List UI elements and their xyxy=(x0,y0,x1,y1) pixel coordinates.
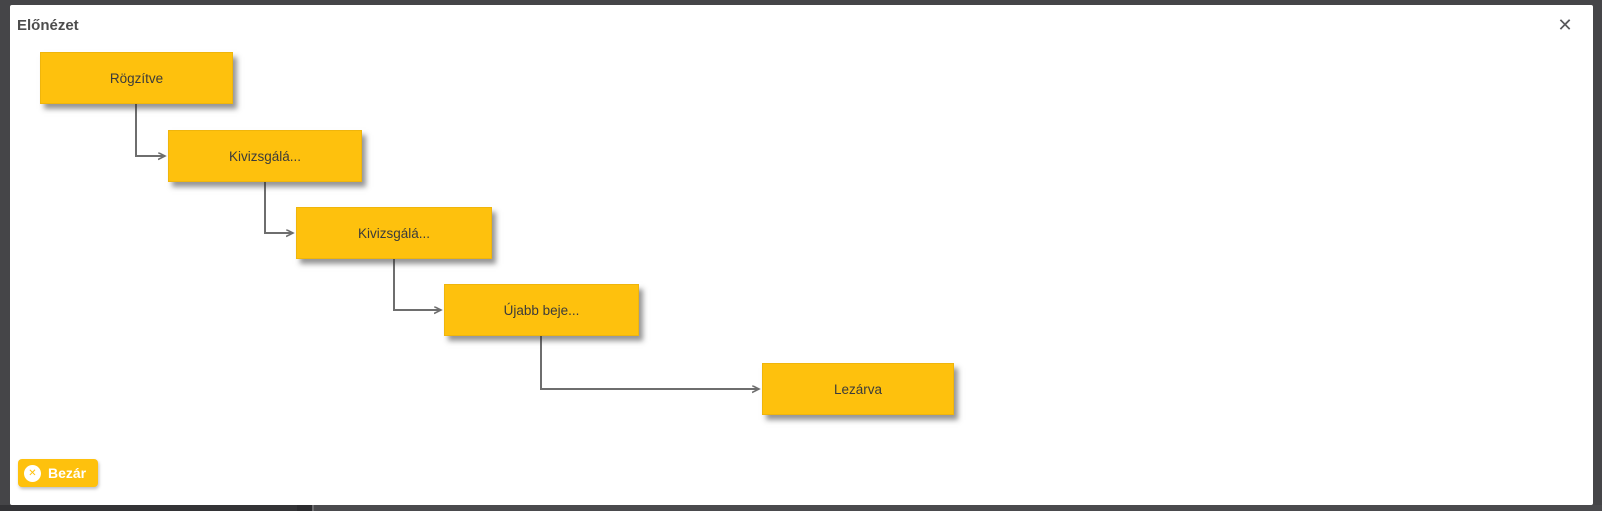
dialog-title: Előnézet xyxy=(17,17,79,34)
flow-connector xyxy=(540,336,759,389)
background-page-divider xyxy=(312,505,314,511)
flow-connector xyxy=(393,259,441,310)
background-page-strip xyxy=(297,505,312,511)
close-dialog-button[interactable]: ✕ Bezár xyxy=(18,459,99,487)
connector-lines xyxy=(135,104,1593,505)
flow-node-label: Lezárva xyxy=(833,381,883,397)
close-dialog-button-label: Bezár xyxy=(48,465,87,481)
flow-node: Kivizsgálá... xyxy=(296,207,492,259)
flow-node-label: Rögzítve xyxy=(109,70,164,86)
close-icon[interactable]: ✕ xyxy=(1557,15,1573,35)
dialog-header: Előnézet ✕ xyxy=(10,5,1593,45)
flow-node-label: Kivizsgálá... xyxy=(357,225,431,241)
flow-connector xyxy=(264,182,293,233)
background-page-strip xyxy=(314,505,1602,511)
flow-node-label: Újabb beje... xyxy=(503,302,580,318)
flow-connector xyxy=(135,104,165,156)
flow-node: Lezárva xyxy=(762,363,954,415)
flow-node-label: Kivizsgálá... xyxy=(228,148,302,164)
flow-node: Rögzítve xyxy=(40,52,233,104)
flow-node: Kivizsgálá... xyxy=(168,130,362,182)
flow-node: Újabb beje... xyxy=(444,284,639,336)
background-page-strip xyxy=(0,505,297,511)
close-circle-icon: ✕ xyxy=(24,464,41,482)
